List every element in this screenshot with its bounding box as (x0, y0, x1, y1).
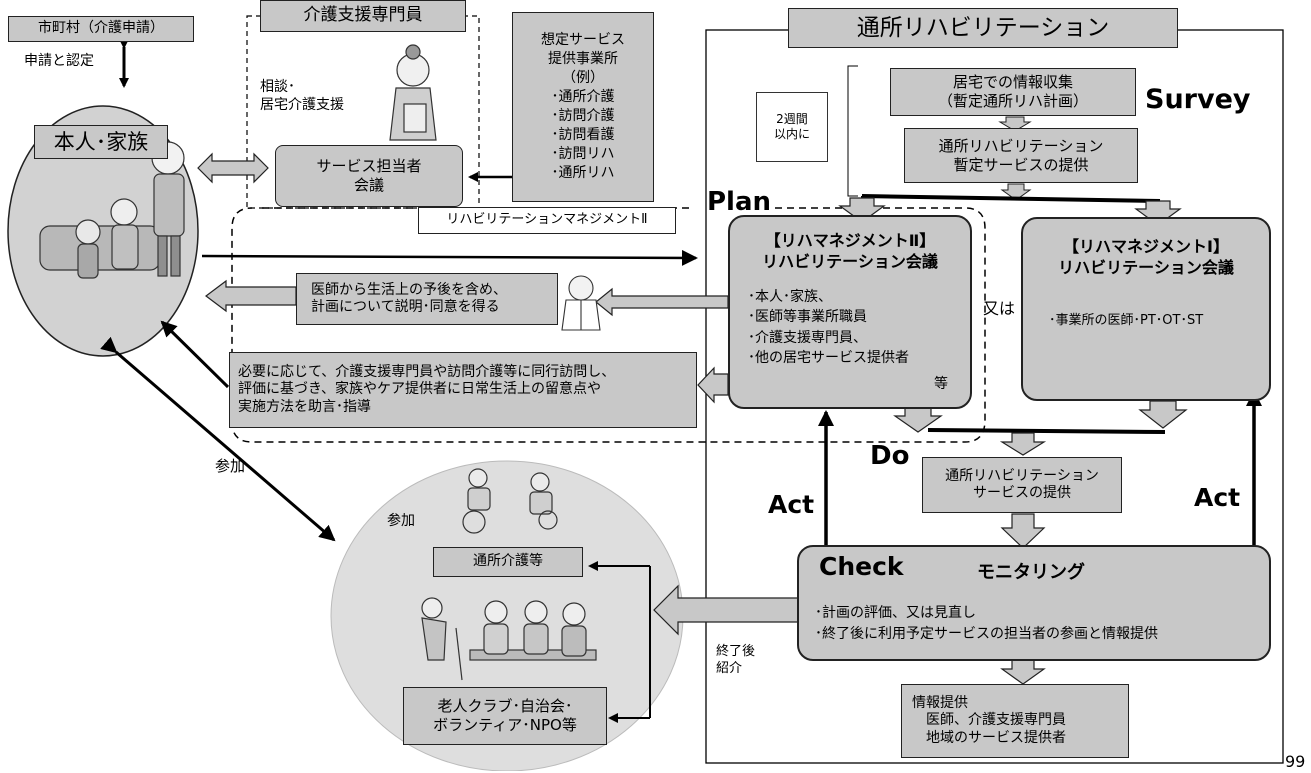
service-provision-box: 通所リハビリテーション サービスの提供 (922, 457, 1122, 513)
mgmt2-members: ･本人･家族、 ･医師等事業所職員 ･介護支援専門員、 ･他の居宅サービス提供者 (748, 289, 909, 366)
do-label: Do (870, 441, 910, 471)
participation-inner-label: 参加 (387, 513, 415, 529)
advice-box: 必要に応じて、介護支援専門員や訪問介護等に同行訪問し、 評価に基づき、家族やケア… (229, 352, 697, 428)
application-label: 申請と認定 (24, 53, 94, 69)
advice-to-person-arrow (160, 320, 230, 389)
mgmt2-dashed-frame (231, 207, 986, 443)
to-mgmt2-arrow (838, 197, 886, 223)
survey-down-arrow (998, 116, 1032, 132)
plan-label: Plan (707, 187, 772, 217)
municipality-box: 市町村（介護申請） (8, 16, 194, 42)
mgmt2-to-doctor-arrow (595, 287, 729, 317)
check-label: Check (819, 552, 904, 581)
branch-line (861, 194, 1161, 203)
participation-arrow (100, 336, 336, 542)
mgmt1-title: 【リハマネジメントⅠ】 リハビリテーション会議 (1058, 237, 1234, 277)
monitoring-items: ･計画の評価、又は見直し ･終了後に利用予定サービスの担当者の参画と情報提供 (815, 605, 1158, 642)
two-weeks-brace (847, 65, 858, 197)
care-manager-consult: 相談･ 居宅介護支援 (260, 79, 344, 114)
monitoring-box: Check モニタリング ･計画の評価、又は見直し ･終了後に利用予定サービスの… (797, 545, 1271, 661)
mgmt2-to-advice-arrow (697, 366, 729, 404)
day-rehab-title: 通所リハビリテーション (788, 8, 1178, 48)
provisional-down-arrow (1000, 183, 1032, 201)
wheelchair-illustration (462, 468, 558, 534)
mgmt2-title: 【リハマネジメントⅡ】 リハビリテーション会議 (762, 231, 938, 271)
mgmt1-members: ･事業所の医師･PT･OT･ST (1049, 313, 1204, 328)
community-box: 老人クラブ･自治会･ ボランティア･NPO等 (403, 687, 607, 745)
provisional-box: 通所リハビリテーション 暫定サービスの提供 (904, 128, 1138, 183)
mgmt2-down-arrow (893, 407, 943, 433)
doctor-illustration (561, 275, 601, 331)
mgmt1-down-arrow (1138, 400, 1188, 429)
person-meeting-arrow (197, 152, 269, 184)
expected-services-box: 想定サービス 提供事業所 （例） ･通所介護 ･訪問介護 ･訪問看護 ･訪問リハ… (512, 12, 654, 202)
mgmt2-box: 【リハマネジメントⅡ】 リハビリテーション会議 ･本人･家族、 ･医師等事業所職… (728, 215, 972, 409)
check-to-community-arrow (653, 584, 801, 636)
act-left-label: Act (768, 490, 815, 519)
rehab-management-tag: リハビリテーションマネジメントⅡ (418, 207, 676, 234)
after-end-label: 終了後 紹介 (716, 644, 756, 676)
doctor-explain-box: 医師から生活上の予後を含め、 計画について説明･同意を得る (296, 273, 558, 325)
family-illustration (39, 141, 185, 279)
merge-line (927, 428, 1166, 434)
or-label: 又は (983, 299, 1016, 318)
person-to-plan-arrow (201, 249, 698, 266)
participation-outer-label: 参加 (215, 457, 246, 475)
two-weeks-box: 2週間 以内に (756, 92, 828, 162)
info-provision-box: 情報提供 医師、介護支援専門員 地域のサービス提供者 (901, 684, 1129, 758)
elderly-group-illustration (421, 597, 597, 681)
doctor-to-person-arrow (205, 279, 297, 313)
info-collection-box: 居宅での情報収集 （暫定通所リハ計画） (890, 68, 1136, 116)
service-meeting-box: サービス担当者 会議 (275, 145, 463, 207)
day-care-box: 通所介護等 (433, 547, 583, 577)
to-service-arrow (999, 432, 1047, 456)
care-manager-illustration (389, 44, 437, 141)
person-family-box: 本人･家族 (34, 125, 168, 159)
check-to-info-arrow (1000, 659, 1046, 685)
care-manager-title: 介護支援専門員 (260, 0, 466, 32)
mgmt2-etc: 等 (934, 376, 948, 392)
survey-label: Survey (1145, 84, 1251, 115)
service-to-check-arrow (1000, 513, 1046, 549)
monitoring-title: モニタリング (977, 562, 1085, 583)
page-number: 99 (1285, 752, 1306, 771)
act-right-label: Act (1194, 483, 1241, 512)
mgmt1-box: 【リハマネジメントⅠ】 リハビリテーション会議 ･事業所の医師･PT･OT･ST (1021, 217, 1271, 401)
